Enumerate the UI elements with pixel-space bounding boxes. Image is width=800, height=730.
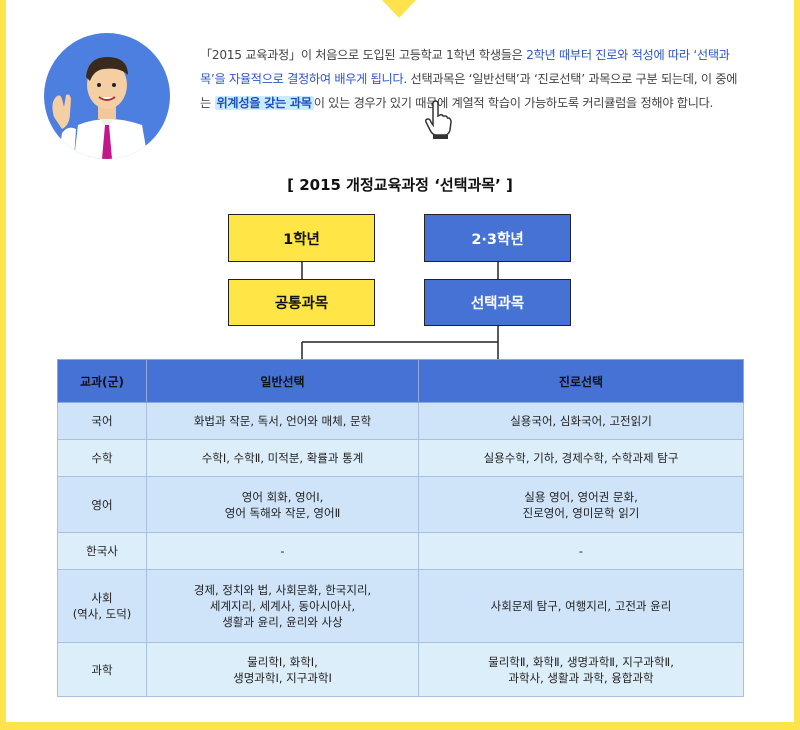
- teacher-avatar-illustration: [44, 33, 170, 159]
- header-general-elective: 일반선택: [146, 359, 419, 403]
- intro-text-2: 선택과목은 ‘일반선택’과 ‘진로선택’ 과목으로 구분 되는데, 이 중에는: [200, 72, 738, 110]
- diagram-title: [ 2015 개정교육과정 ‘선택과목’ ]: [287, 176, 513, 194]
- table-row: 영어 영어 회화, 영어Ⅰ,영어 독해와 작문, 영어Ⅱ 실용 영어, 영어권 …: [57, 476, 744, 533]
- career-cell: -: [418, 532, 744, 570]
- table-row: 수학 수학Ⅰ, 수학Ⅱ, 미적분, 확률과 통계 실용수학, 기하, 경제수학,…: [57, 439, 744, 477]
- intro-highlight-text: 2학년 때부터 진로와 적성에 따라 ‘선택과목’을 자율적으로 결정하여 배우…: [200, 48, 730, 86]
- career-cell: 실용수학, 기하, 경제수학, 수학과제 탐구: [418, 439, 744, 477]
- subject-cell: 과학: [57, 642, 147, 697]
- elective-subject-box: 선택과목: [424, 279, 571, 326]
- table-row: 과학 물리학Ⅰ, 화학Ⅰ,생명과학Ⅰ, 지구과학Ⅰ 물리학Ⅱ, 화학Ⅱ, 생명과…: [57, 642, 744, 697]
- pointer-hand-icon: [425, 100, 452, 139]
- top-notch: [382, 0, 416, 18]
- career-cell: 실용 영어, 영어권 문화,진로영어, 영미문학 읽기: [418, 476, 744, 533]
- table-row: 사회(역사, 도덕) 경제, 정치와 법, 사회문화, 한국지리,세계지리, 세…: [57, 569, 744, 643]
- common-subject-box: 공통과목: [228, 279, 375, 326]
- intro-text-3: 이 있는 경우가 있기 때문에 계열적 학습이 가능하도록 커리큘럼을 정해야 …: [313, 96, 714, 110]
- general-cell: 화법과 작문, 독서, 언어와 매체, 문학: [146, 402, 419, 440]
- table-row: 한국사 - -: [57, 532, 744, 570]
- intro-text-1: 「2015 교육과정」이 처음으로 도입된 고등학교 1학년 학생들은: [200, 48, 527, 62]
- subject-cell: 국어: [57, 402, 147, 440]
- table-header-row: 교과(군) 일반선택 진로선택: [57, 359, 744, 403]
- subject-cell: 사회(역사, 도덕): [57, 569, 147, 643]
- general-cell: 영어 회화, 영어Ⅰ,영어 독해와 작문, 영어Ⅱ: [146, 476, 419, 533]
- general-cell: -: [146, 532, 419, 570]
- subject-cell: 수학: [57, 439, 147, 477]
- intro-paragraph: 「2015 교육과정」이 처음으로 도입된 고등학교 1학년 학생들은 2학년 …: [200, 43, 748, 115]
- subject-cell: 한국사: [57, 532, 147, 570]
- general-cell: 경제, 정치와 법, 사회문화, 한국지리,세계지리, 세계사, 동아시아사,생…: [146, 569, 419, 643]
- subject-cell: 영어: [57, 476, 147, 533]
- general-cell: 수학Ⅰ, 수학Ⅱ, 미적분, 확률과 통계: [146, 439, 419, 477]
- general-cell: 물리학Ⅰ, 화학Ⅰ,생명과학Ⅰ, 지구과학Ⅰ: [146, 642, 419, 697]
- table-row: 국어 화법과 작문, 독서, 언어와 매체, 문학 실용국어, 심화국어, 고전…: [57, 402, 744, 440]
- hierarchy-subject-link[interactable]: 위계성을 갖는 과목: [214, 96, 314, 110]
- elective-subjects-table: 교과(군) 일반선택 진로선택 국어 화법과 작문, 독서, 언어와 매체, 문…: [57, 359, 744, 697]
- career-cell: 사회문제 탐구, 여행지리, 고전과 윤리: [418, 569, 744, 643]
- header-subject-group: 교과(군): [57, 359, 147, 403]
- header-career-elective: 진로선택: [418, 359, 744, 403]
- grade23-box: 2·3학년: [424, 214, 571, 262]
- grade1-box: 1학년: [228, 214, 375, 262]
- career-cell: 실용국어, 심화국어, 고전읽기: [418, 402, 744, 440]
- career-cell: 물리학Ⅱ, 화학Ⅱ, 생명과학Ⅱ, 지구과학Ⅱ,과학사, 생활과 과학, 융합과…: [418, 642, 744, 697]
